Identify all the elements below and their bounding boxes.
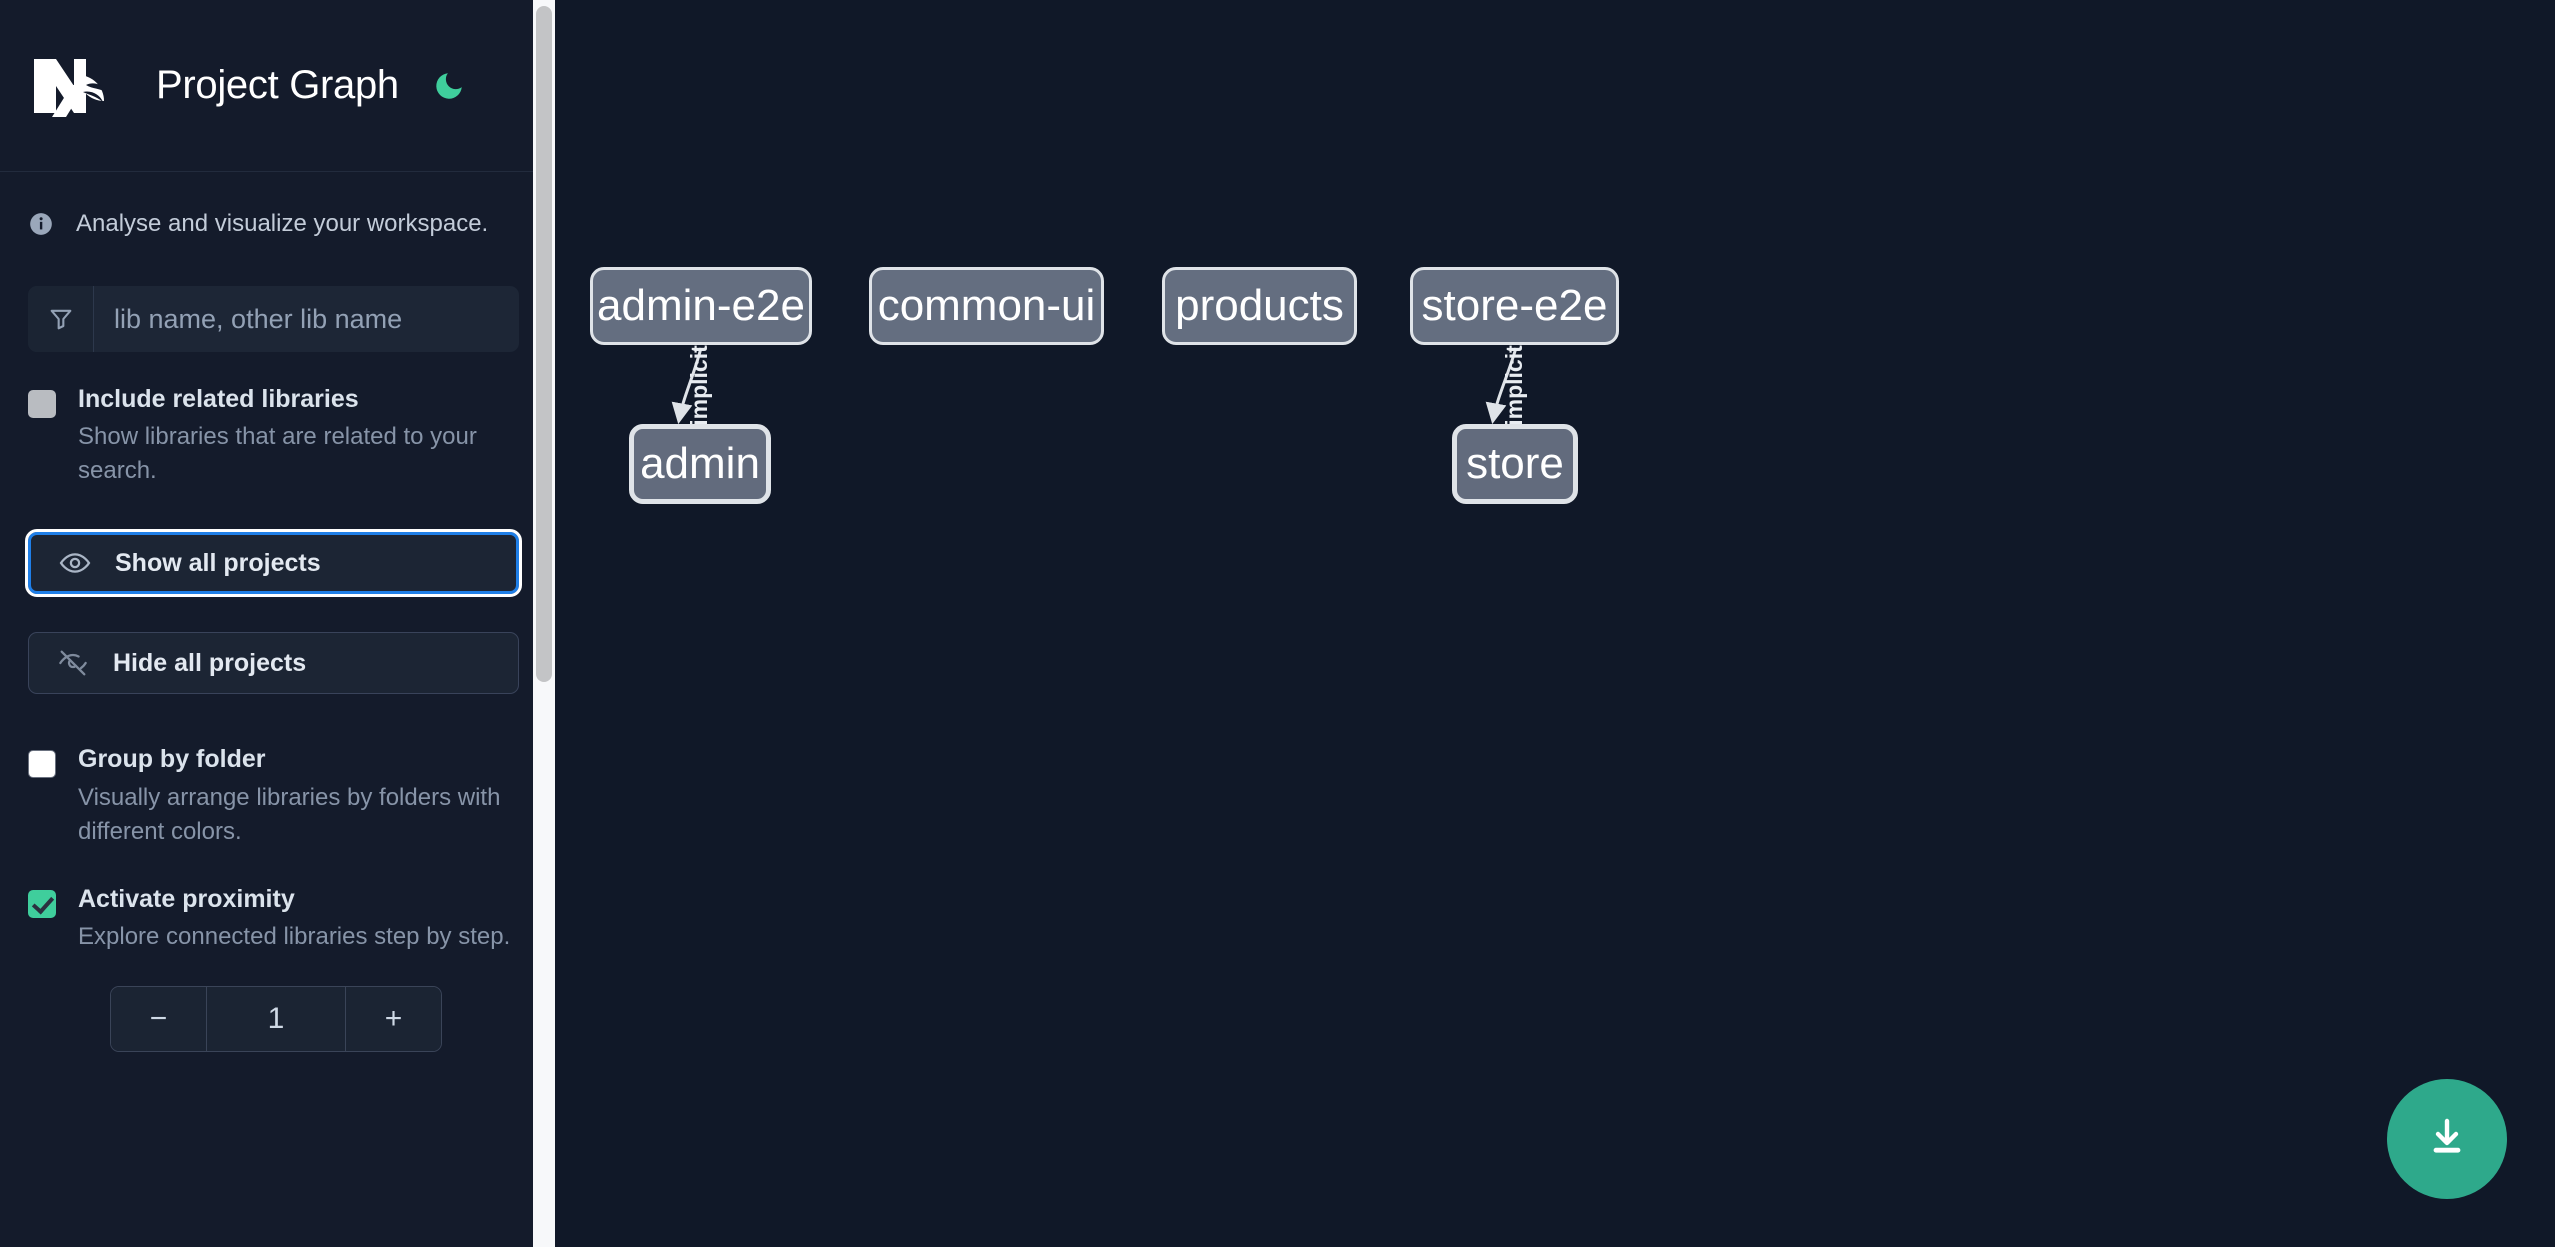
checkbox-group-by-folder-label: Group by folder bbox=[78, 745, 266, 774]
checkbox-include-related-libraries[interactable]: Include related libraries Show libraries… bbox=[0, 352, 555, 488]
show-all-projects-label: Show all projects bbox=[115, 548, 321, 577]
checkbox-include-related-libraries-description: Show libraries that are related to your … bbox=[78, 423, 477, 485]
graph-node-common-ui[interactable]: common-ui bbox=[869, 267, 1104, 345]
filter-section bbox=[0, 238, 555, 352]
checkbox-group-by-folder-description: Visually arrange libraries by folders wi… bbox=[78, 783, 501, 845]
checkbox-include-related-libraries-label: Include related libraries bbox=[78, 385, 359, 413]
graph-node-admin-e2e[interactable]: admin-e2e bbox=[590, 267, 812, 345]
checkbox-group-by-folder[interactable]: Group by folder Visually arrange librari… bbox=[0, 694, 555, 848]
checkbox-group-by-folder-box[interactable] bbox=[28, 750, 56, 779]
checkbox-activate-proximity-description: Explore connected libraries step by step… bbox=[78, 923, 511, 951]
graph-canvas[interactable]: implicit implicit admin-e2e common-ui pr… bbox=[555, 0, 2555, 1247]
sidebar: Project Graph Analyse and visualize your… bbox=[0, 0, 555, 1247]
proximity-increment-button[interactable]: + bbox=[345, 987, 441, 1052]
checkbox-activate-proximity-label: Activate proximity bbox=[78, 884, 295, 913]
edge-label-store-e2e-store: implicit bbox=[1500, 345, 1527, 426]
nx-logo-icon bbox=[28, 55, 124, 117]
proximity-stepper[interactable]: − 1 + bbox=[110, 986, 442, 1053]
hide-all-projects-button[interactable]: Hide all projects bbox=[28, 632, 519, 695]
search-input[interactable] bbox=[94, 286, 519, 352]
graph-node-store-e2e[interactable]: store-e2e bbox=[1410, 267, 1619, 345]
proximity-decrement-button[interactable]: − bbox=[111, 987, 207, 1052]
download-icon bbox=[2423, 1113, 2471, 1166]
funnel-filter-icon bbox=[28, 286, 94, 352]
workspace-info-text: Analyse and visualize your workspace. bbox=[76, 210, 489, 237]
eye-icon bbox=[59, 547, 93, 579]
hide-all-projects-label: Hide all projects bbox=[113, 648, 307, 677]
info-circle-icon bbox=[28, 211, 54, 237]
sidebar-scrollbar-track[interactable] bbox=[533, 0, 555, 1247]
download-graph-button[interactable] bbox=[2387, 1079, 2507, 1199]
checkbox-activate-proximity[interactable]: Activate proximity Explore connected lib… bbox=[0, 849, 555, 954]
search-box[interactable] bbox=[28, 286, 519, 352]
checkbox-activate-proximity-box[interactable] bbox=[28, 889, 56, 918]
checkbox-include-related-libraries-box[interactable] bbox=[28, 390, 56, 418]
graph-edges bbox=[671, 347, 1518, 425]
eye-off-icon bbox=[57, 647, 91, 679]
graph-node-products[interactable]: products bbox=[1162, 267, 1357, 345]
proximity-stepper-wrap: − 1 + bbox=[0, 986, 555, 1053]
show-all-projects-button[interactable]: Show all projects bbox=[25, 529, 522, 598]
proximity-value: 1 bbox=[207, 987, 345, 1052]
workspace-info: Analyse and visualize your workspace. bbox=[0, 172, 555, 238]
moon-icon[interactable] bbox=[429, 66, 469, 106]
graph-node-store[interactable]: store bbox=[1452, 424, 1578, 504]
edge-label-admin-e2e-admin: implicit bbox=[685, 345, 712, 426]
page-title: Project Graph bbox=[156, 63, 399, 107]
sidebar-scrollbar-thumb[interactable] bbox=[536, 6, 552, 682]
hide-all-projects-wrap: Hide all projects bbox=[0, 632, 555, 695]
app-header: Project Graph bbox=[0, 0, 555, 172]
show-all-projects-wrap: Show all projects bbox=[0, 529, 555, 598]
graph-node-admin[interactable]: admin bbox=[629, 424, 771, 504]
